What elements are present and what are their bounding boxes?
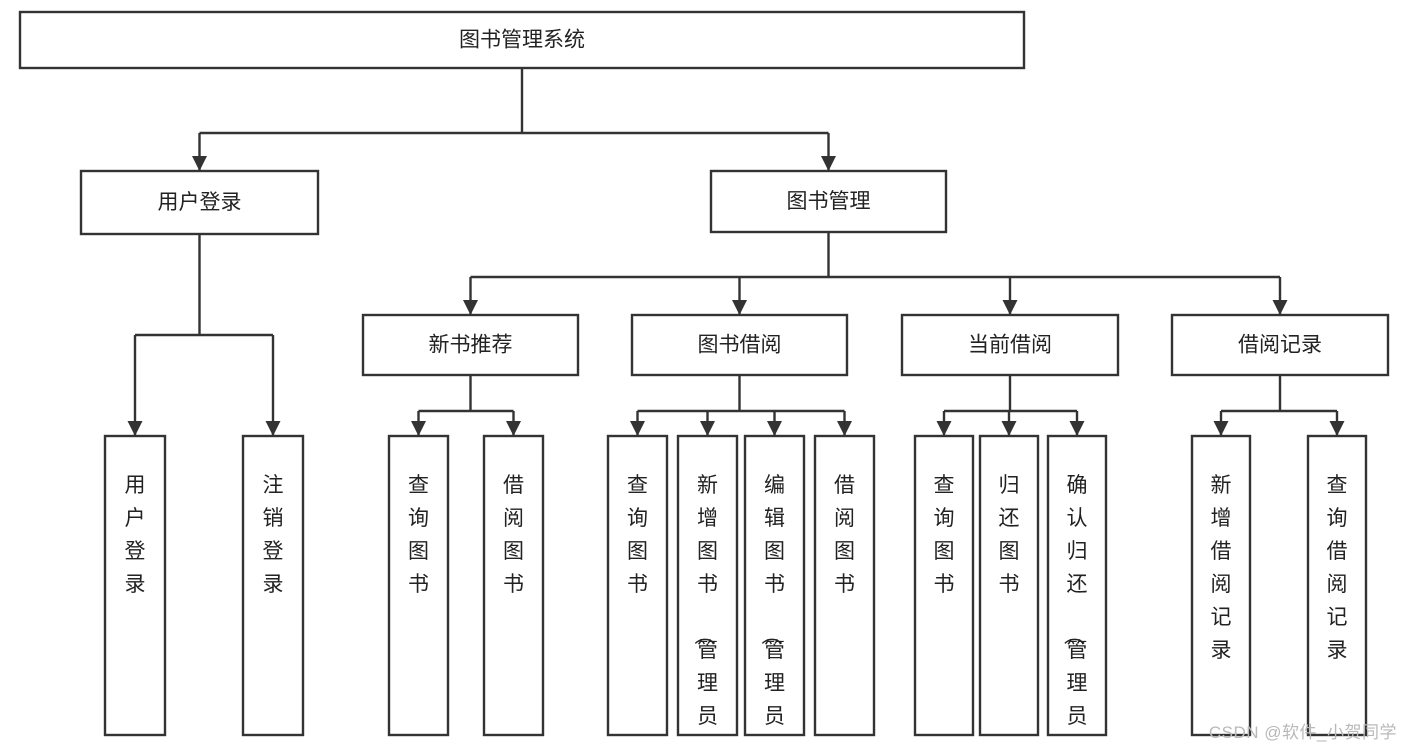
node-borrow-add-book[interactable]: 新增图书（管理员）	[676, 434, 739, 747]
node-label-recommend-query-book: 查询图书	[408, 474, 429, 596]
arrow-to-borrow-record	[1272, 300, 1288, 315]
node-book-manage[interactable]: 图书管理	[709, 169, 948, 234]
node-label-recommend-borrow-book: 借阅图书	[503, 474, 524, 596]
arrow-to-book-manage	[821, 156, 836, 171]
node-box-recommend-query-book	[387, 434, 450, 737]
arrow-to-recommend-borrow-book	[506, 421, 521, 436]
node-current-return-book[interactable]: 归还图书	[978, 434, 1040, 737]
node-box-recommend-borrow-book	[482, 434, 545, 737]
node-box-user-login-leaf	[103, 434, 167, 737]
node-borrow-query-book[interactable]: 查询图书	[606, 434, 669, 737]
arrow-to-current-query-book	[936, 421, 952, 436]
node-borrow-edit-book[interactable]: 编辑图书（管理员）	[743, 434, 806, 747]
node-label-current-return-book: 归还图书	[999, 474, 1020, 596]
arrow-to-book-borrow	[732, 300, 747, 315]
node-current-query-book[interactable]: 查询图书	[913, 434, 975, 737]
node-current-confirm-return[interactable]: 确认归还（管理员）	[1046, 434, 1108, 747]
arrow-to-borrow-add-book	[700, 421, 715, 436]
arrow-to-recommend-query-book	[411, 421, 426, 436]
node-box-borrow-edit-book	[743, 434, 806, 737]
node-box-book-borrow	[630, 313, 849, 377]
arrow-to-current-confirm-return	[1069, 421, 1085, 436]
node-record-add[interactable]: 新增借阅记录	[1190, 434, 1252, 737]
node-record-query[interactable]: 查询借阅记录	[1306, 434, 1368, 737]
node-user-login-leaf[interactable]: 用户登录	[103, 434, 167, 737]
node-label-new-book-recommend: 新书推荐	[429, 334, 513, 357]
node-user-logout-leaf[interactable]: 注销登录	[241, 434, 305, 737]
node-label-borrow-add-book: 新增图书（管理员）	[692, 474, 718, 747]
node-box-current-confirm-return	[1046, 434, 1108, 737]
node-label-borrow-query-book: 查询图书	[627, 474, 648, 596]
node-current-borrow[interactable]: 当前借阅	[900, 313, 1120, 377]
node-box-user-logout-leaf	[241, 434, 305, 737]
node-box-borrow-add-book	[676, 434, 739, 737]
node-box-new-book-recommend	[361, 313, 580, 377]
node-box-record-query	[1306, 434, 1368, 737]
arrow-to-current-borrow	[1002, 300, 1018, 315]
node-recommend-query-book[interactable]: 查询图书	[387, 434, 450, 737]
arrow-to-borrow-query-book	[630, 421, 645, 436]
node-borrow-borrow-book[interactable]: 借阅图书	[813, 434, 876, 737]
arrow-to-record-add	[1213, 421, 1229, 436]
node-box-borrow-record	[1170, 313, 1390, 377]
arrow-to-new-book-recommend	[463, 300, 478, 315]
arrow-to-user-login	[192, 156, 207, 171]
arrow-to-borrow-edit-book	[767, 421, 782, 436]
node-box-borrow-borrow-book	[813, 434, 876, 737]
node-user-login[interactable]: 用户登录	[79, 169, 320, 236]
node-label-borrow-borrow-book: 借阅图书	[834, 474, 855, 596]
node-label-book-manage: 图书管理	[787, 190, 871, 213]
node-label-current-borrow: 当前借阅	[968, 334, 1052, 357]
node-label-record-add: 新增借阅记录	[1211, 474, 1232, 662]
node-label-record-query: 查询借阅记录	[1327, 474, 1348, 662]
node-label-borrow-edit-book: 编辑图书（管理员）	[759, 474, 785, 747]
node-label-user-login-leaf: 用户登录	[125, 474, 146, 596]
node-label-borrow-record: 借阅记录	[1238, 334, 1322, 357]
node-label-root: 图书管理系统	[459, 29, 585, 52]
arrow-to-record-query	[1329, 421, 1345, 436]
arrow-to-user-login-leaf	[127, 421, 143, 436]
nodes-layer: 图书管理系统用户登录用户登录注销登录图书管理新书推荐查询图书借阅图书图书借阅查询…	[18, 10, 1390, 747]
connectors-layer	[127, 68, 1345, 436]
node-box-current-return-book	[978, 434, 1040, 737]
arrow-to-user-logout-leaf	[265, 421, 281, 436]
node-box-root	[18, 10, 1026, 70]
node-label-current-confirm-return: 确认归还（管理员）	[1062, 474, 1088, 747]
node-box-record-add	[1190, 434, 1252, 737]
watermark: CSDN @软件_小贺同学	[1208, 723, 1397, 742]
node-root[interactable]: 图书管理系统	[18, 10, 1026, 70]
node-recommend-borrow-book[interactable]: 借阅图书	[482, 434, 545, 737]
node-label-book-borrow: 图书借阅	[698, 334, 782, 357]
node-borrow-record[interactable]: 借阅记录	[1170, 313, 1390, 377]
node-label-user-logout-leaf: 注销登录	[263, 474, 284, 596]
arrow-to-borrow-borrow-book	[837, 421, 852, 436]
node-box-current-borrow	[900, 313, 1120, 377]
node-label-current-query-book: 查询图书	[934, 474, 955, 596]
node-box-book-manage	[709, 169, 948, 234]
node-box-current-query-book	[913, 434, 975, 737]
node-box-borrow-query-book	[606, 434, 669, 737]
node-new-book-recommend[interactable]: 新书推荐	[361, 313, 580, 377]
node-box-user-login	[79, 169, 320, 236]
arrow-to-current-return-book	[1001, 421, 1017, 436]
node-label-user-login: 用户登录	[158, 191, 242, 214]
node-book-borrow[interactable]: 图书借阅	[630, 313, 849, 377]
